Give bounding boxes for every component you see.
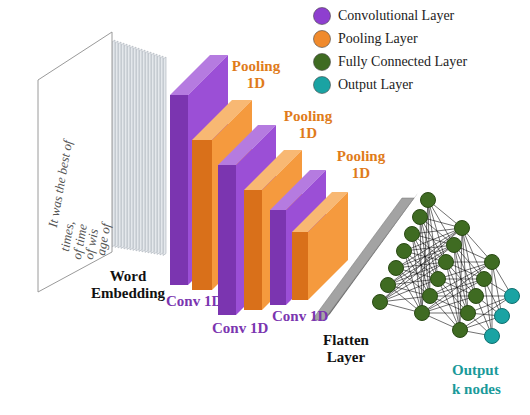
layer-label: Conv 1D bbox=[272, 308, 328, 325]
embedding-slice bbox=[157, 55, 160, 255]
layer-label: Pooling 1D bbox=[282, 108, 334, 143]
embedding-slice bbox=[118, 42, 121, 248]
output-neuron bbox=[485, 329, 500, 344]
dense-neuron bbox=[381, 278, 396, 293]
dense-neuron bbox=[447, 238, 462, 253]
legend-text: Output Layer bbox=[338, 78, 413, 92]
legend-text: Pooling Layer bbox=[338, 32, 418, 46]
dense-neuron bbox=[455, 221, 470, 236]
dense-connections bbox=[380, 200, 512, 336]
layer-label: Word Embedding bbox=[88, 268, 168, 303]
dense-neuron bbox=[415, 306, 430, 321]
legend-swatch bbox=[314, 31, 331, 48]
embedding-slice bbox=[121, 43, 124, 249]
dense-neuron bbox=[413, 210, 428, 225]
embedding-stack bbox=[112, 40, 166, 256]
output-label: Output bbox=[452, 362, 499, 379]
embedding-slice bbox=[136, 48, 139, 251]
layer-label: Conv 1D bbox=[212, 320, 268, 337]
dense-neuron bbox=[453, 323, 468, 338]
embedding-slice bbox=[124, 44, 127, 249]
legend-text: Fully Connected Layer bbox=[338, 55, 467, 69]
dense-link bbox=[460, 296, 512, 330]
layer-label: Conv 1D bbox=[166, 293, 222, 310]
dense-neuron bbox=[469, 289, 484, 304]
dense-neuron bbox=[373, 295, 388, 310]
text-page bbox=[38, 32, 112, 292]
layer-label: Pooling 1D bbox=[335, 148, 387, 183]
dense-neuron bbox=[421, 193, 436, 208]
layer-label: Pooling 1D bbox=[230, 58, 282, 93]
embedding-slice bbox=[139, 49, 142, 252]
legend-text: Convolutional Layer bbox=[338, 9, 454, 23]
dense-neuron bbox=[485, 255, 500, 270]
dense-link bbox=[380, 228, 462, 302]
embedding-slice bbox=[115, 41, 118, 248]
embedding-slice bbox=[142, 50, 145, 252]
layer-label: Flatten Layer bbox=[316, 332, 376, 367]
output-neuron bbox=[495, 309, 510, 324]
embedding-slice bbox=[127, 45, 130, 250]
embedding-slice bbox=[133, 47, 136, 251]
legend-swatches bbox=[314, 8, 331, 94]
embedding-slice bbox=[163, 57, 166, 256]
embedding-slice bbox=[154, 54, 157, 254]
dense-neuron bbox=[397, 244, 412, 259]
dense-neuron bbox=[405, 227, 420, 242]
legend-swatch bbox=[314, 77, 331, 94]
embedding-slice bbox=[148, 52, 151, 253]
dense-link bbox=[380, 245, 454, 302]
embedding-slice bbox=[145, 51, 148, 253]
dense-neuron bbox=[461, 306, 476, 321]
output-neuron bbox=[505, 289, 520, 304]
dense-link bbox=[430, 262, 492, 296]
dense-neuron bbox=[431, 272, 446, 287]
legend-swatch bbox=[314, 54, 331, 71]
dense-link bbox=[492, 262, 493, 336]
embedding-slice bbox=[151, 53, 154, 254]
output-label: k nodes bbox=[452, 381, 501, 398]
embedding-slice bbox=[160, 56, 163, 255]
neurons bbox=[373, 193, 520, 344]
dense-link bbox=[422, 262, 492, 313]
dense-neuron bbox=[477, 272, 492, 287]
dense-neuron bbox=[423, 289, 438, 304]
dense-neuron bbox=[439, 255, 454, 270]
dense-link bbox=[388, 228, 462, 285]
dense-link bbox=[422, 279, 484, 313]
legend-swatch bbox=[314, 8, 331, 25]
flatten-bar bbox=[312, 193, 418, 320]
embedding-slice bbox=[130, 46, 133, 250]
dense-neuron bbox=[389, 261, 404, 276]
